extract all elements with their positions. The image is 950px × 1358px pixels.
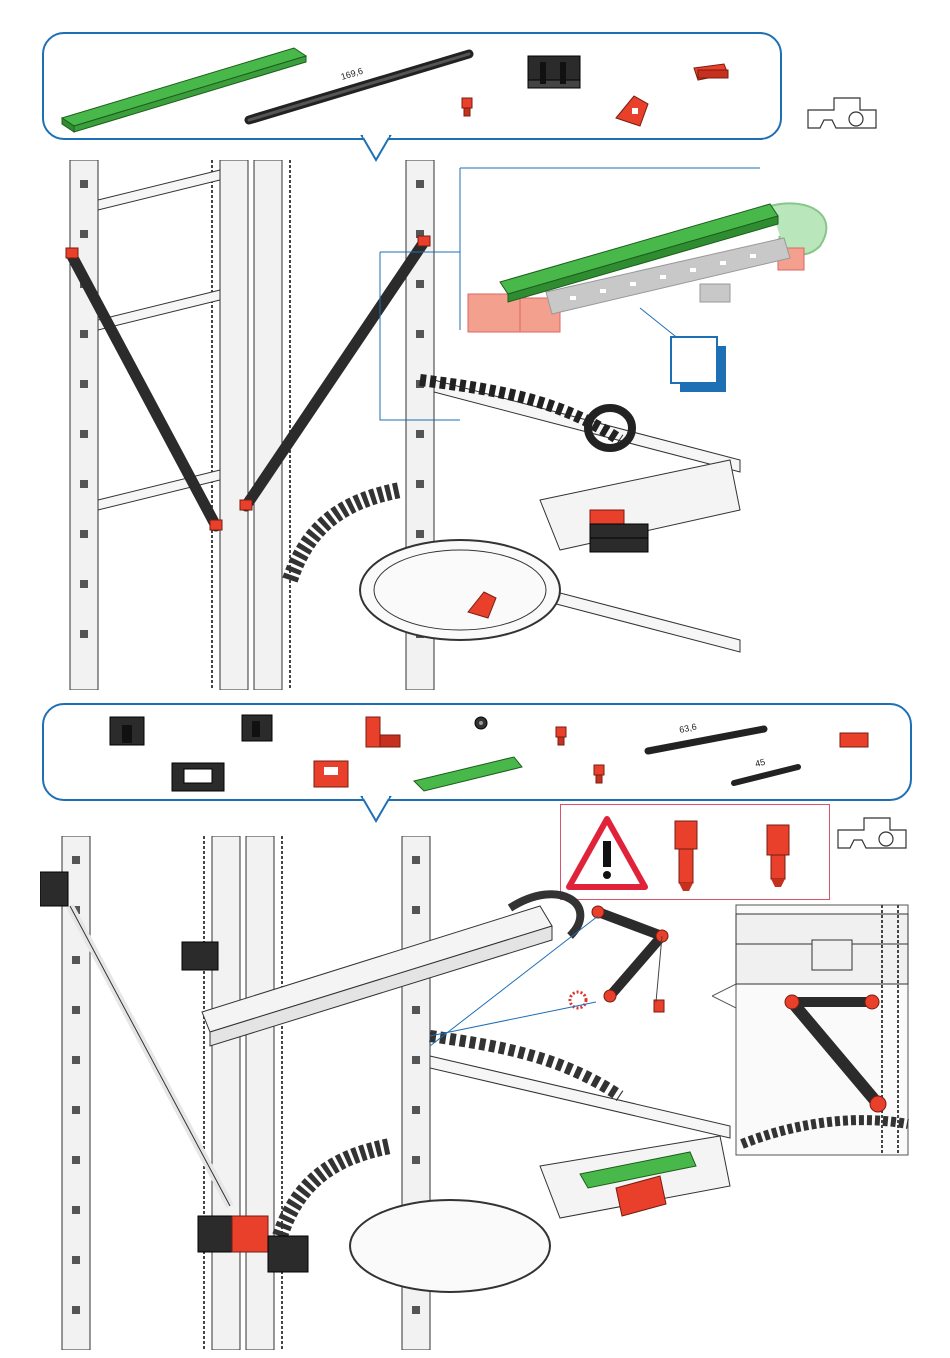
strut-b-part <box>734 767 798 783</box>
strut-a-part <box>648 729 764 751</box>
step1-number-callout <box>670 336 726 392</box>
long-strut-length-label: 169,6 <box>340 66 364 82</box>
strut-a-length-label: 63,6 <box>678 722 697 735</box>
green-cable-channel-part <box>62 48 306 132</box>
red-pin-part <box>556 727 566 745</box>
step1-parts-panel: 169,6 <box>42 32 782 140</box>
red-pin-part-2 <box>594 765 604 783</box>
bracket-part-outline-icon <box>804 90 880 132</box>
callout-number <box>670 336 718 384</box>
step2-assembly-illustration <box>40 836 740 1350</box>
black-cube-part <box>110 717 144 745</box>
red-angle-block-part <box>616 96 648 126</box>
green-circuit-board-part <box>414 757 522 791</box>
step1-exploded-rail-detail <box>460 186 840 346</box>
step2-parts-panel: 63,6 45 <box>42 703 912 801</box>
black-building-block-part <box>528 56 580 88</box>
gear-part <box>475 717 487 729</box>
red-pin-part <box>462 98 472 116</box>
step1-callout-pointer <box>360 134 392 162</box>
black-cube-part-small <box>242 715 272 741</box>
red-block-part <box>694 64 728 80</box>
strut-b-length-label: 45 <box>754 757 766 769</box>
red-angle-bracket-part <box>366 717 400 747</box>
black-frame-block-part <box>172 763 224 791</box>
step2-callout-pointer <box>360 795 392 823</box>
bracket-part-outline-icon-2 <box>834 810 910 852</box>
step2-detail-inset <box>712 904 910 1156</box>
red-pin-incorrect-icon <box>767 825 789 887</box>
red-double-block-part <box>314 761 348 787</box>
red-block-part <box>840 733 868 747</box>
